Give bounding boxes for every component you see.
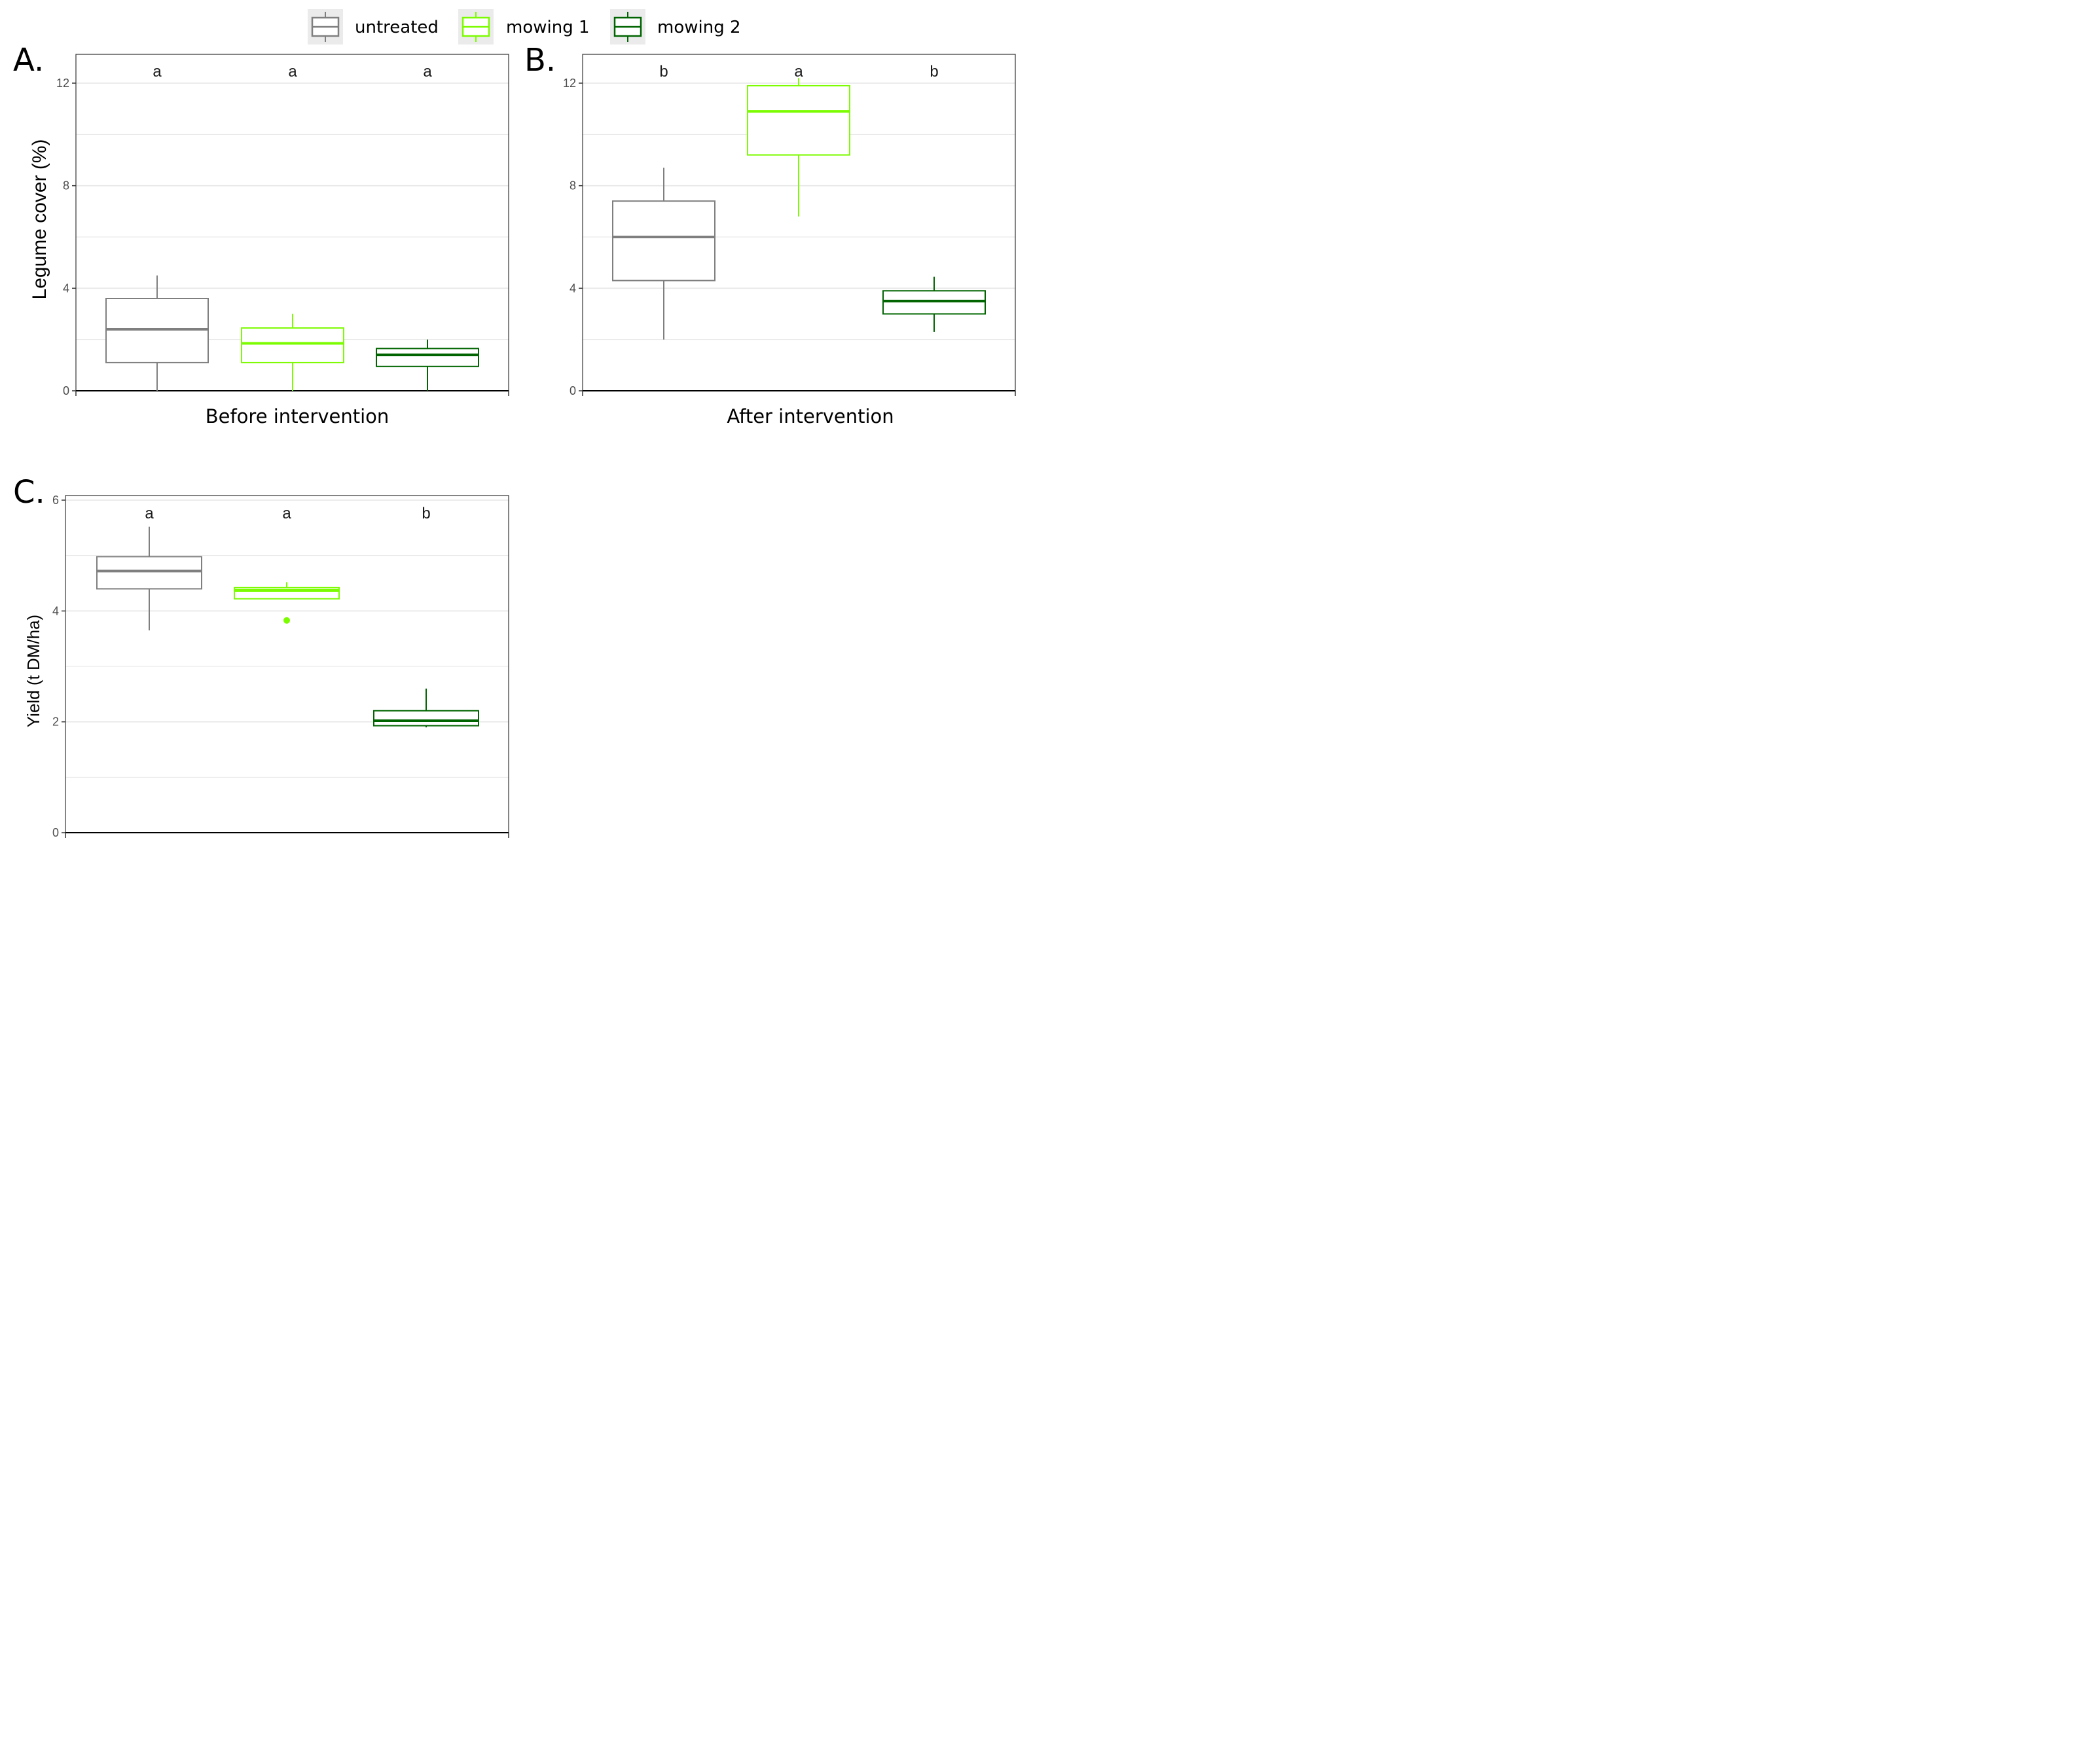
panel-label: A. (13, 42, 44, 79)
box-iqr (612, 200, 715, 281)
box-iqr (376, 348, 479, 367)
box-untreated: b (612, 63, 715, 340)
y-tick-label: 4 (52, 604, 59, 617)
significance-letter: b (422, 505, 430, 522)
legend-label: mowing 1 (506, 18, 590, 37)
y-tick-label: 12 (56, 77, 69, 90)
significance-letter: b (930, 63, 938, 81)
box-untreated: a (105, 63, 209, 391)
significance-letter: b (659, 63, 668, 81)
y-tick-label: 12 (563, 77, 576, 90)
panel-label: C. (13, 474, 45, 511)
significance-letter: a (423, 63, 432, 81)
panel-a: 0 4 8 12 a a a A. Before intervention Legume cove… (13, 42, 509, 427)
legend-item: mowing 2 (610, 9, 741, 45)
y-tick-label: 2 (52, 715, 59, 729)
y-tick-label: 4 (63, 281, 69, 295)
y-tick-label: 0 (52, 826, 59, 839)
box-untreated: a (96, 505, 202, 630)
box-mowing-1: a (234, 505, 340, 624)
box-iqr (747, 84, 850, 156)
y-axis-label: Yield (t DM/ha) (24, 615, 43, 727)
x-axis-label: Before intervention (206, 405, 389, 427)
legend-item: mowing 1 (458, 9, 590, 45)
box-mowing-1: a (747, 63, 850, 217)
plot-area (65, 496, 509, 833)
legend-label: mowing 2 (657, 18, 741, 37)
legend-item: untreated (308, 9, 439, 45)
significance-letter: a (288, 63, 297, 81)
y-axis-label: Legume cover (%) (29, 139, 50, 299)
significance-letter: a (153, 63, 162, 81)
y-tick-label: 6 (52, 494, 59, 507)
box-mowing-2: b (373, 505, 479, 728)
y-tick-label: 0 (570, 384, 576, 397)
significance-letter: a (145, 505, 154, 522)
panel-c: 0 2 4 6 a a b C. Yield (t DM/ha) (13, 474, 509, 839)
box-mowing-2: a (376, 63, 479, 391)
y-tick-label: 8 (570, 179, 576, 192)
box-iqr (373, 710, 479, 727)
box-iqr (96, 556, 202, 590)
box-mowing-1: a (241, 63, 344, 391)
box-mowing-2: b (882, 63, 986, 332)
legend: untreated mowing 1 mowing 2 (308, 9, 741, 45)
y-tick-label: 8 (63, 179, 69, 192)
y-tick-label: 0 (63, 384, 69, 397)
box-iqr (241, 327, 344, 363)
panel-b: 0 4 8 12 b a b B. After intervention (524, 42, 1016, 427)
legend-label: untreated (355, 18, 439, 37)
y-tick-label: 4 (570, 281, 576, 295)
x-axis-label: After intervention (727, 405, 894, 427)
panel-label: B. (524, 42, 556, 79)
outlier-point (283, 617, 290, 624)
significance-letter: a (794, 63, 803, 81)
figure: untreated mowing 1 mowing 2 0 4 8 12 a a a A. Befo… (13, 9, 1016, 839)
significance-letter: a (282, 505, 291, 522)
